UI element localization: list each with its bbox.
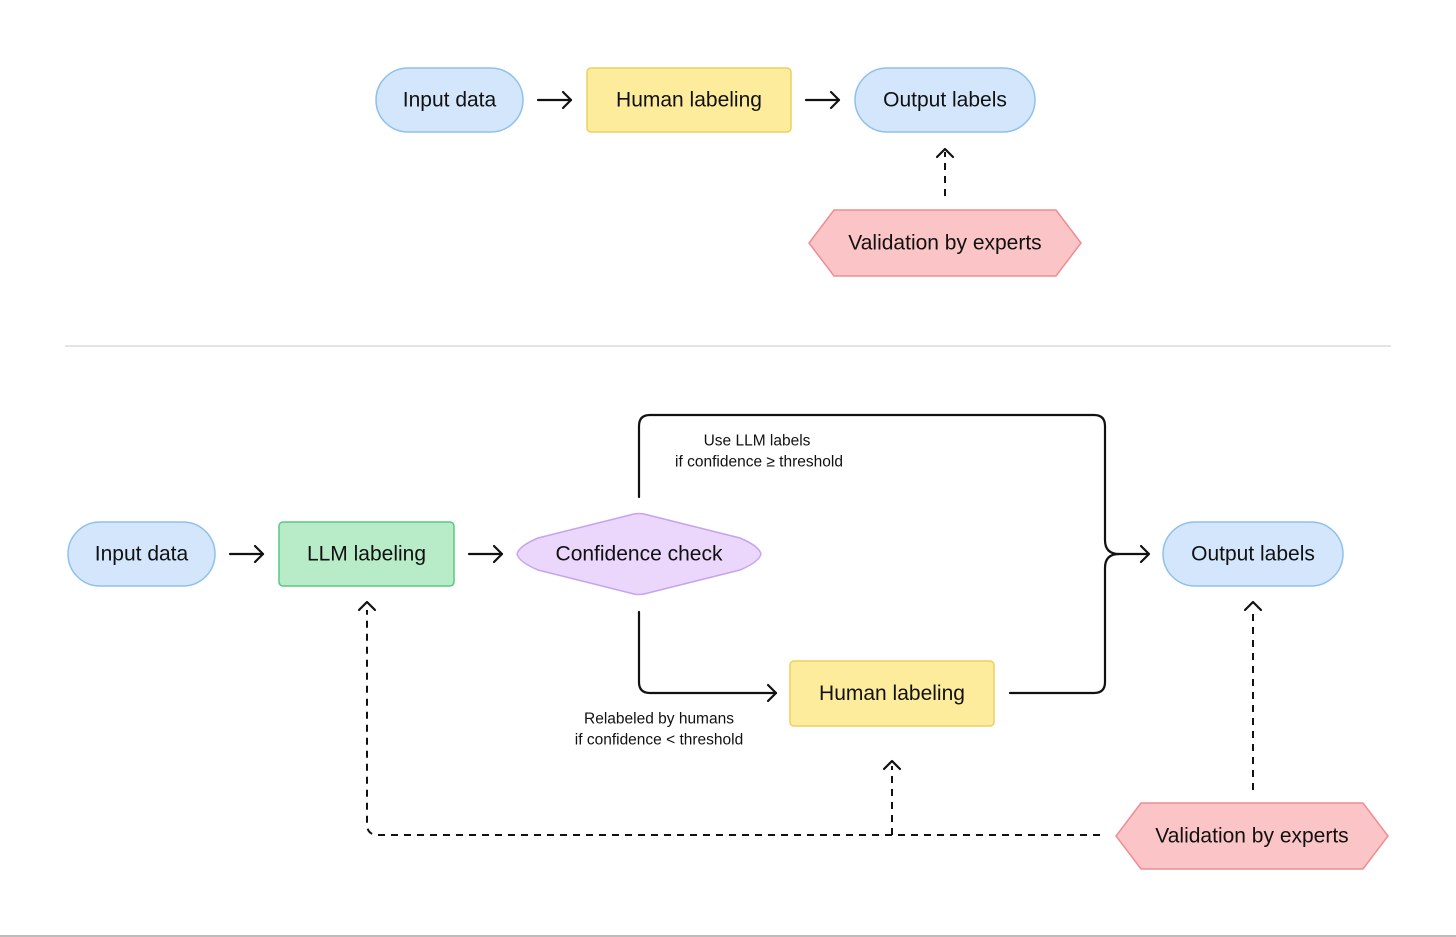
top-output-labels-label: Output labels	[883, 89, 1007, 112]
top-human-labeling-label: Human labeling	[616, 89, 762, 112]
top-output-labels-node: Output labels	[854, 67, 1036, 133]
high-confidence-branch-line	[637, 413, 1150, 556]
bottom-output-labels-shape	[1162, 521, 1344, 587]
bottom-validation-label: Validation by experts	[1155, 825, 1348, 848]
top-input-data-node: Input data	[375, 67, 524, 133]
validation-to-output-arrow	[1243, 600, 1263, 790]
bottom-output-labels-node: Output labels	[1162, 521, 1344, 587]
top-human-labeling-shape	[586, 67, 792, 133]
low-branch-label-line2: if confidence < threshold	[575, 732, 743, 749]
bottom-human-labeling-label: Human labeling	[819, 682, 965, 705]
high-branch-label: Use LLM labels if confidence ≥ threshold	[675, 433, 843, 471]
bottom-input-data-label: Input data	[95, 543, 189, 566]
llm-labeling-label: LLM labeling	[307, 543, 426, 566]
bottom-human-labeling-node: Human labeling	[789, 660, 995, 727]
top-validation-shape	[808, 209, 1082, 277]
llm-labeling-shape	[278, 521, 455, 587]
bottom-input-data-node: Input data	[67, 521, 216, 587]
bottom-flow: Input data LLM labeling Confidence check…	[67, 413, 1389, 870]
low-branch-label: Relabeled by humans if confidence < thre…	[575, 711, 743, 749]
bottom-human-labeling-shape	[789, 660, 995, 727]
high-branch-label-line1: Use LLM labels	[704, 433, 811, 450]
llm-labeling-node: LLM labeling	[278, 521, 455, 587]
low-branch-label-line1: Relabeled by humans	[584, 711, 734, 728]
bottom-output-labels-label: Output labels	[1191, 543, 1315, 566]
bottom-input-data-shape	[67, 521, 216, 587]
confidence-check-shape	[516, 512, 762, 596]
top-arrow-input-to-human	[536, 90, 573, 110]
high-branch-label-line2: if confidence ≥ threshold	[675, 454, 843, 471]
top-arrow-validation-to-output	[935, 147, 955, 196]
top-input-data-label: Input data	[403, 89, 497, 112]
top-output-labels-shape	[854, 67, 1036, 133]
bottom-arrow-llm-to-check	[467, 544, 504, 564]
low-confidence-branch-arrow	[637, 610, 778, 703]
top-flow: Input data Human labeling Output labels …	[375, 67, 1082, 277]
top-validation-label: Validation by experts	[848, 232, 1041, 255]
bottom-validation-node: Validation by experts	[1115, 802, 1389, 870]
top-human-labeling-node: Human labeling	[586, 67, 792, 133]
validation-to-human-arrow	[882, 759, 902, 835]
top-input-data-shape	[375, 67, 524, 133]
human-to-merge-line	[1008, 544, 1151, 695]
bottom-validation-shape	[1115, 802, 1389, 870]
confidence-check-node: Confidence check	[516, 512, 762, 596]
validation-feedback-line	[357, 600, 1100, 836]
top-arrow-human-to-output	[804, 90, 841, 110]
top-validation-node: Validation by experts	[808, 209, 1082, 277]
confidence-check-label: Confidence check	[556, 543, 723, 566]
bottom-arrow-input-to-llm	[228, 544, 265, 564]
